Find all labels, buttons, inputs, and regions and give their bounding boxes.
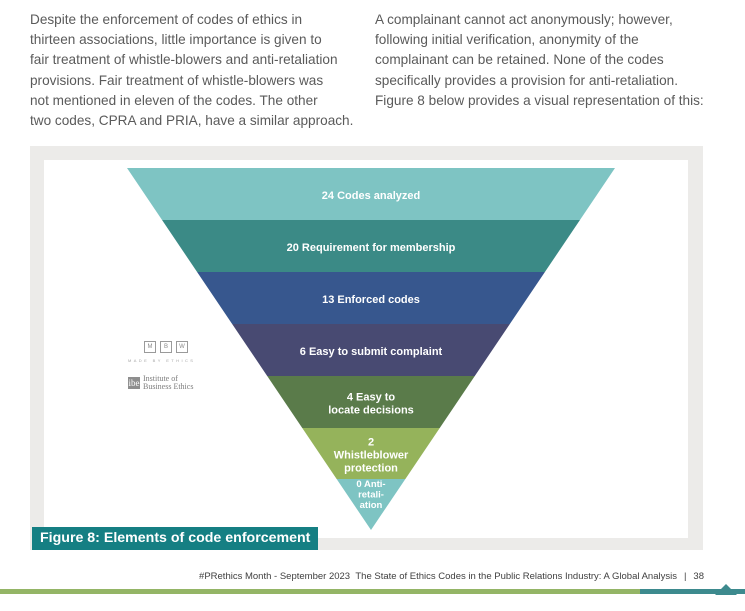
page-footer: #PRethics Month - September 2023 The Sta… <box>0 571 704 582</box>
mbw-tagline: MADE BY ETHICS <box>128 358 196 363</box>
page-number: 38 <box>693 571 704 582</box>
mbw-letter: M <box>144 341 156 353</box>
footer-separator: | <box>683 571 687 582</box>
body-line: not mentioned in eleven of the codes. Th… <box>30 92 318 108</box>
body-line: fair treatment of whistle-blowers and an… <box>30 52 338 68</box>
body-line: Despite the enforcement of codes of ethi… <box>30 12 303 27</box>
body-column-right: A complainant cannot act anonymously; ho… <box>375 10 720 111</box>
mbw-logo: M B W MADE BY ETHICS <box>128 341 204 363</box>
body-line: provisions. Fair treatment of whistle-bl… <box>30 72 324 88</box>
footer-title: The State of Ethics Codes in the Public … <box>355 571 677 582</box>
bottom-bar <box>0 589 745 594</box>
body-line: two codes, CPRA and PRIA, have a similar… <box>30 113 354 129</box>
triangle-icon <box>715 584 737 595</box>
figure-caption: Figure 8: Elements of code enforcement <box>32 527 319 550</box>
body-line: complainant can be retained. None of the… <box>375 52 664 68</box>
body-column-left: Despite the enforcement of codes of ethi… <box>30 10 362 131</box>
body-line: A complainant cannot act anonymously; ho… <box>375 12 673 27</box>
ibe-logo-line: Business Ethics <box>143 382 194 391</box>
body-line: Figure 8 below provides a visual represe… <box>375 92 704 108</box>
ibe-logo: ibe Institute of Business Ethics <box>128 375 193 391</box>
ibe-logo-icon: ibe <box>128 377 140 389</box>
footer-tag: #PRethics Month - September 2023 <box>199 571 351 582</box>
body-line: thirteen associations, little importance… <box>30 32 322 48</box>
mbw-letter: B <box>160 341 172 353</box>
body-line: specifically provides a provision for an… <box>375 72 678 88</box>
ibe-logo-line: Institute of <box>143 374 178 383</box>
body-line: following initial verification, anonymit… <box>375 32 639 48</box>
bottom-bar-accent <box>640 589 745 594</box>
mbw-letter: W <box>176 341 188 353</box>
